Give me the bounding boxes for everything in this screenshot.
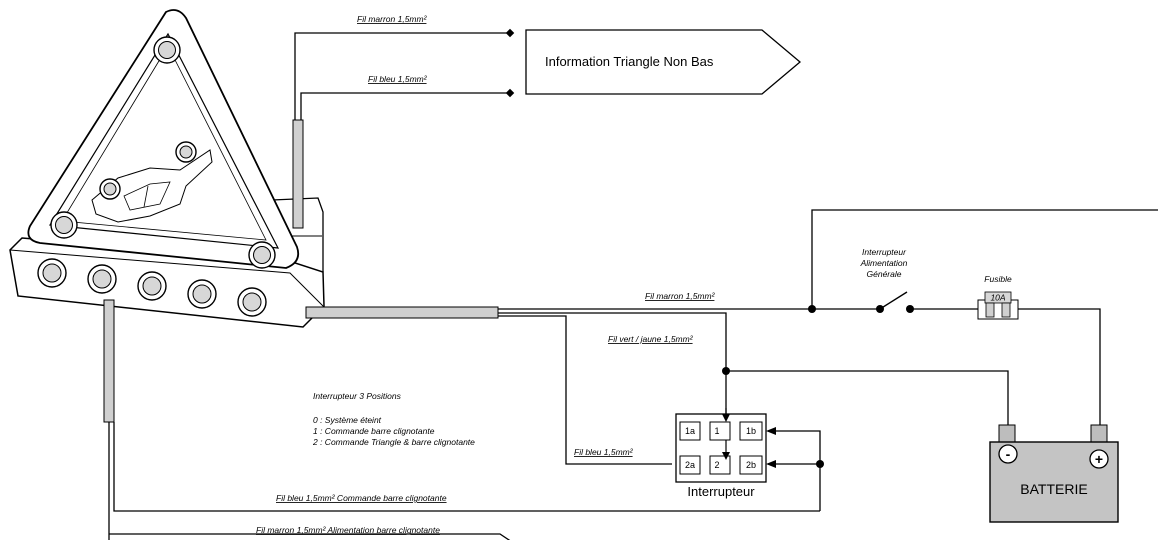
lower-cable: Fil bleu 1,5mm² Commande barre clignotan…	[103, 299, 820, 540]
terminal-2b	[739, 455, 763, 475]
switch-caption: Interrupteur	[687, 484, 755, 499]
notes-position-2: 2 : Commande Triangle & barre clignotant…	[312, 437, 475, 447]
connector-brown-top	[505, 28, 515, 38]
fuse-cap	[984, 291, 1012, 304]
base-lamp-4-lens	[192, 284, 212, 304]
wire-bridge-1b	[768, 430, 821, 511]
main-harness: Fil marron 1,5mm² Fil vert / jaune 1,5mm…	[305, 209, 1158, 468]
main-switch-label-1: Interrupteur	[862, 247, 907, 257]
fuse-rating: 10A	[990, 293, 1005, 303]
terminal-2a-label: 2a	[685, 460, 695, 470]
car-pictogram	[91, 149, 213, 223]
switch-bridge-wires	[766, 427, 821, 511]
notes-position-0: 0 : Système éteint	[313, 415, 382, 425]
terminal-1b-label: 1b	[746, 426, 756, 436]
battery-plus-symbol	[1089, 449, 1109, 469]
triangle-lamp-top-lens	[158, 41, 176, 59]
wire-ground-to-battery	[726, 370, 1009, 425]
battery: - + BATTERIE	[989, 424, 1119, 523]
fuse: Fusible 10A	[977, 274, 1019, 320]
triangle-inner-frame-2	[61, 45, 267, 241]
triangle-lamp-left-lens	[55, 216, 73, 234]
junction-brown-branch	[808, 305, 816, 313]
connector-blue-top	[505, 88, 515, 98]
label-brown-main: Fil marron 1,5mm²	[645, 291, 716, 301]
label-green-yellow: Fil vert / jaune 1,5mm²	[608, 334, 694, 344]
switch-common-arrowhead-mid	[722, 452, 730, 460]
main-switch-blade	[879, 291, 908, 310]
main-cable-sleeve	[305, 306, 499, 319]
info-wires: Fil marron 1,5mm² Fil bleu 1,5mm²	[292, 14, 515, 229]
lower-cable-sleeve	[103, 299, 115, 423]
triangle-lamp-car-left-lens	[103, 182, 117, 196]
main-switch-label-3: Générale	[867, 269, 902, 279]
fuse-label: Fusible	[984, 274, 1012, 284]
label-blue-switch: Fil bleu 1,5mm²	[574, 447, 634, 457]
main-power-switch: Interrupteur Alimentation Générale	[860, 247, 908, 310]
battery-terminal-minus	[998, 424, 1016, 444]
battery-terminal-plus	[1090, 424, 1108, 444]
fuse-blade-left	[985, 302, 995, 318]
arrowhead-1b	[766, 427, 776, 435]
device-base-top-edge	[9, 249, 324, 307]
info-arrow-shape	[525, 29, 802, 95]
wire-brown-supply-right	[109, 533, 511, 540]
terminal-1	[709, 421, 731, 441]
base-lamp-5-lens	[242, 292, 262, 312]
triangle-lamp-car-right-lens	[179, 145, 193, 159]
fuse-blade-right	[1001, 302, 1011, 318]
wire-blue-top	[300, 92, 508, 120]
battery-minus-symbol	[998, 444, 1018, 464]
terminal-1-label: 1	[714, 426, 719, 436]
main-switch-label-2: Alimentation	[860, 258, 908, 268]
terminal-1b	[739, 421, 763, 441]
wire-branch-up	[811, 209, 1158, 309]
notes-title: Interrupteur 3 Positions	[313, 391, 402, 401]
terminal-2	[709, 455, 731, 475]
wire-green-yellow	[498, 312, 727, 371]
switch-notes: Interrupteur 3 Positions 0 : Système éte…	[312, 391, 475, 447]
junction-ground	[722, 367, 730, 375]
junction-main-switch-right	[906, 305, 914, 313]
terminal-1a	[679, 421, 701, 441]
car-window	[123, 181, 171, 211]
battery-plus-text: +	[1095, 451, 1103, 467]
terminal-1a-label: 1a	[685, 426, 695, 436]
terminal-2a	[679, 455, 701, 475]
three-position-switch: 1a 1 1b 2a 2 2b Interrupteur	[675, 408, 767, 499]
info-output-box: Information Triangle Non Bas	[525, 29, 802, 95]
label-blue-top: Fil bleu 1,5mm²	[368, 74, 428, 84]
warning-triangle-device	[9, 9, 325, 328]
wire-blue-switch	[498, 315, 672, 465]
terminal-2b-label: 2b	[746, 460, 756, 470]
label-blue-command: Fil bleu 1,5mm² Commande barre clignotan…	[276, 493, 447, 503]
wire-blue-command	[113, 422, 820, 512]
base-lamp-2-lens	[92, 269, 112, 289]
battery-minus-text: -	[1006, 446, 1011, 462]
base-lamp-3-lens	[142, 276, 162, 296]
label-brown-supply: Fil marron 1,5mm² Alimentation barre cli…	[256, 525, 440, 535]
triangle-lamp-right-lens	[253, 246, 271, 264]
notes-position-1: 1 : Commande barre clignotante	[313, 426, 435, 436]
triangle-inner-frame	[48, 32, 280, 249]
arrowhead-2b	[766, 460, 776, 468]
base-lamp-1-lens	[42, 263, 62, 283]
label-brown-top: Fil marron 1,5mm²	[357, 14, 428, 24]
wire-brown-top	[294, 32, 508, 120]
terminal-2-label: 2	[714, 460, 719, 470]
top-cable-sleeve	[292, 119, 304, 229]
car-window-divider	[143, 185, 149, 208]
wire-fuse-to-battery-plus	[1018, 308, 1101, 425]
battery-label: BATTERIE	[1020, 481, 1087, 497]
info-box-label: Information Triangle Non Bas	[545, 54, 714, 69]
switch-common-arrowhead-top	[722, 414, 730, 422]
